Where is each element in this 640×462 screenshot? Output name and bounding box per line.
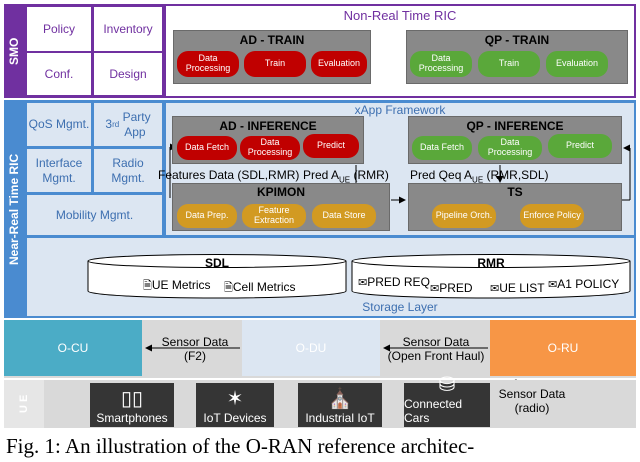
o-ru-box: O-RU <box>490 320 636 376</box>
kpimon-data-store: Data Store <box>312 204 376 228</box>
pred-qeq-label: Pred Qeq AUE (RMR,SDL) <box>410 168 549 185</box>
car-icon: ⛁ <box>438 374 456 396</box>
conf-box: Conf. <box>27 53 91 95</box>
inventory-box: Inventory <box>94 7 162 51</box>
qos-mgmt-box: QoS Mgmt. <box>27 103 91 146</box>
kpimon-title: KPIMON <box>257 185 305 199</box>
rmr-ue-list: ✉UE LIST <box>490 281 545 295</box>
rmr-title: RMR <box>477 256 505 270</box>
ad-train-title: AD - TRAIN <box>239 33 305 47</box>
features-data-label: Features Data (SDL,RMR) <box>158 168 300 182</box>
qp-inference-title: QP - INFERENCE <box>466 119 564 133</box>
iot-devices-device: ✶ IoT Devices <box>196 383 274 427</box>
ad-inference-data-fetch: Data Fetch <box>177 136 237 160</box>
qp-train-train: Train <box>478 51 540 77</box>
sdl-cell-metrics: 🗎Cell Metrics <box>224 280 296 294</box>
ad-train-evaluation: Evaluation <box>311 51 367 77</box>
xapp-framework-title: xApp Framework <box>354 102 446 117</box>
drone-icon: ✶ <box>226 388 244 410</box>
ad-train-data-processing: Data Processing <box>177 51 239 77</box>
rmr-cylinder <box>351 254 631 299</box>
connected-cars-device: ⛁ Connected Cars <box>404 375 490 427</box>
ts-pipeline-orch: Pipeline Orch. <box>432 204 496 228</box>
ad-train-train: Train <box>244 51 306 77</box>
design-box: Design <box>94 53 162 95</box>
qp-inference-data-fetch: Data Fetch <box>412 136 472 160</box>
ts-title: TS <box>507 185 523 199</box>
sensor-data-f2-label: Sensor Data (F2) <box>161 334 229 363</box>
ad-inference-predict: Predict <box>303 134 359 158</box>
rmr-pred-req: ✉PRED REQ <box>358 275 430 289</box>
qp-inference-data-processing: Data Processing <box>478 136 542 160</box>
ts-enforce-policy: Enforce Policy <box>520 204 584 228</box>
smartphone-icon: ▯▯ <box>120 388 143 410</box>
non-rt-ric-title: Non-Real Time RIC <box>343 8 457 24</box>
interface-mgmt-box: Interface Mgmt. <box>27 149 91 192</box>
kpimon-feature-extraction: Feature Extraction <box>242 204 306 228</box>
storage-layer-title: Storage Layer <box>362 299 438 314</box>
smartphones-device: ▯▯ Smartphones <box>90 383 174 427</box>
factory-icon: ⛪ <box>327 388 353 410</box>
radio-mgmt-box: Radio Mgmt. <box>94 149 162 192</box>
rmr-a1-policy: ✉A1 POLICY <box>548 277 620 291</box>
document-icon: 🗎 <box>143 280 152 292</box>
ad-inference-title: AD - INFERENCE <box>219 119 317 133</box>
sdl-title: SDL <box>205 256 229 270</box>
figure-caption: Fig. 1: An illustration of the O-RAN ref… <box>6 434 475 458</box>
qp-inference-predict: Predict <box>548 134 612 158</box>
envelope-icon: ✉ <box>358 277 368 289</box>
ue-label-strip <box>4 380 44 428</box>
envelope-icon: ✉ <box>490 283 500 295</box>
o-du-box: O-DU <box>242 320 380 376</box>
ad-inference-data-processing: Data Processing <box>240 136 300 160</box>
envelope-icon: ✉ <box>548 279 558 291</box>
o-cu-box: O-CU <box>4 320 142 376</box>
rmr-pred: ✉PRED <box>430 281 473 295</box>
mobility-mgmt-box: Mobility Mgmt. <box>27 195 162 235</box>
qp-train-evaluation: Evaluation <box>546 51 608 77</box>
sdl-ue-metrics: 🗎UE Metrics <box>143 278 211 292</box>
envelope-icon: ✉ <box>430 283 440 295</box>
kpimon-data-prep: Data Prep. <box>177 204 237 228</box>
qp-train-title: QP - TRAIN <box>484 33 550 47</box>
sensor-data-fronthaul-label: Sensor Data (Open Front Haul) <box>387 334 485 363</box>
qp-train-data-processing: Data Processing <box>410 51 472 77</box>
pred-a-label: Pred AUE (RMR) <box>303 168 389 185</box>
sdl-cylinder <box>87 254 347 299</box>
sensor-data-radio-label: Sensor Data (radio) <box>498 386 566 415</box>
document-icon: 🗎 <box>224 282 233 294</box>
policy-box: Policy <box>27 7 91 51</box>
ue-label: U E <box>18 394 30 414</box>
industrial-iot-device: ⛪ Industrial IoT <box>298 383 382 427</box>
